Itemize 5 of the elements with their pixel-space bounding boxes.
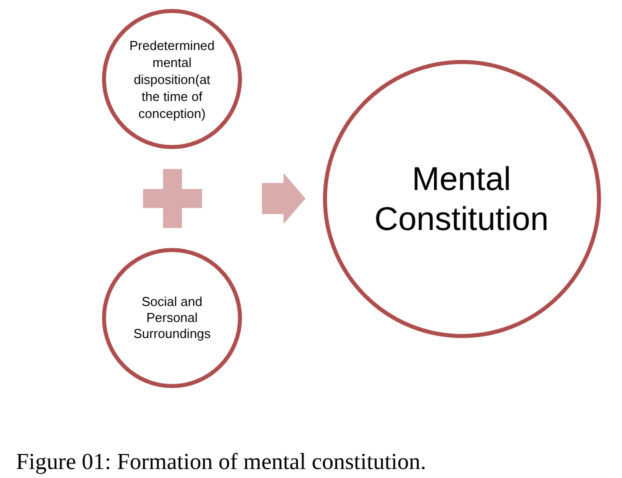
node-label: Mental Constitution xyxy=(373,158,550,238)
node-label: Predetermined mental disposition(at the time of conception) xyxy=(128,36,216,122)
figure-caption: Figure 01: Formation of mental constitution. xyxy=(16,449,426,475)
node-label: Social and Personal Surroundings xyxy=(132,294,212,342)
block-arrow xyxy=(262,173,306,224)
